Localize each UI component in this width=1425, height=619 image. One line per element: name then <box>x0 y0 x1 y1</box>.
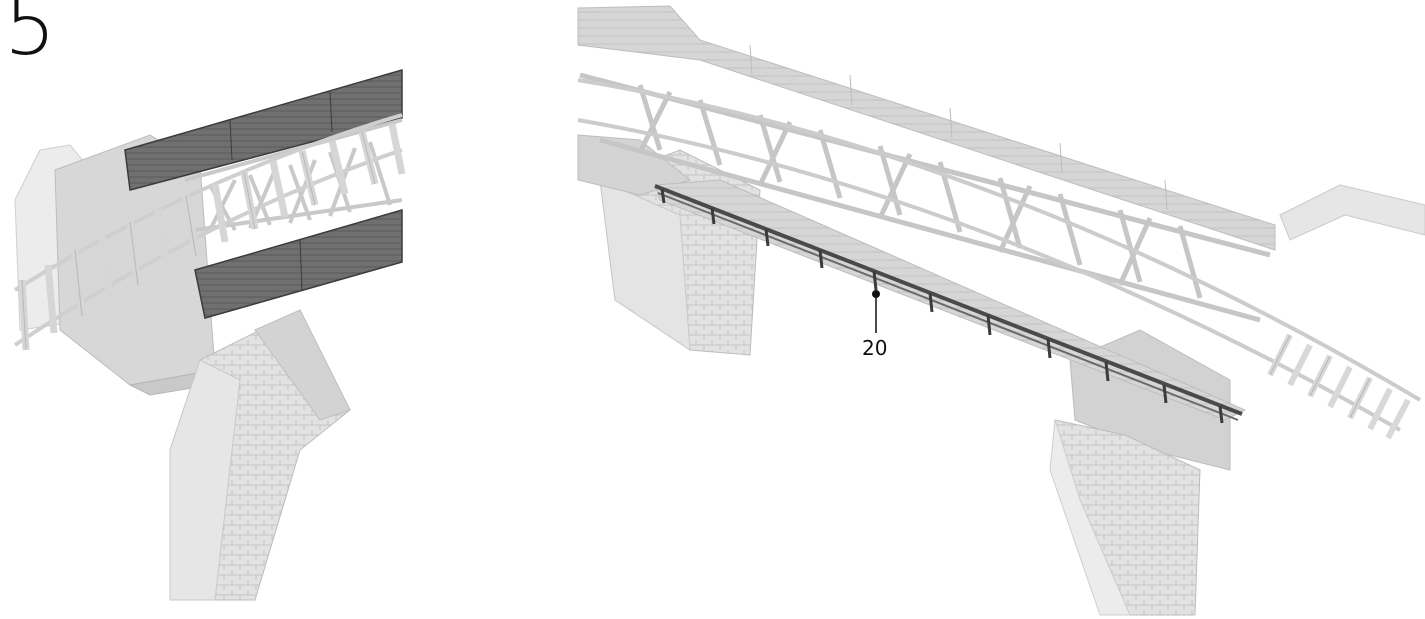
dark-side-panel-top <box>124 69 403 191</box>
left-detail-view <box>13 69 406 601</box>
curved-track-left <box>13 113 406 351</box>
end-ramp-right <box>1279 184 1425 241</box>
stone-pier <box>169 309 351 601</box>
dark-side-panel-bottom <box>194 209 403 319</box>
curved-track-right <box>577 78 1422 440</box>
deck-top <box>577 5 1276 251</box>
callout-label-20: 20 <box>862 336 888 360</box>
step-number: 5 <box>4 0 57 74</box>
callout-leader <box>872 290 880 333</box>
left-pier <box>577 134 761 356</box>
right-assembled-view <box>577 5 1425 616</box>
railing <box>654 184 1243 424</box>
